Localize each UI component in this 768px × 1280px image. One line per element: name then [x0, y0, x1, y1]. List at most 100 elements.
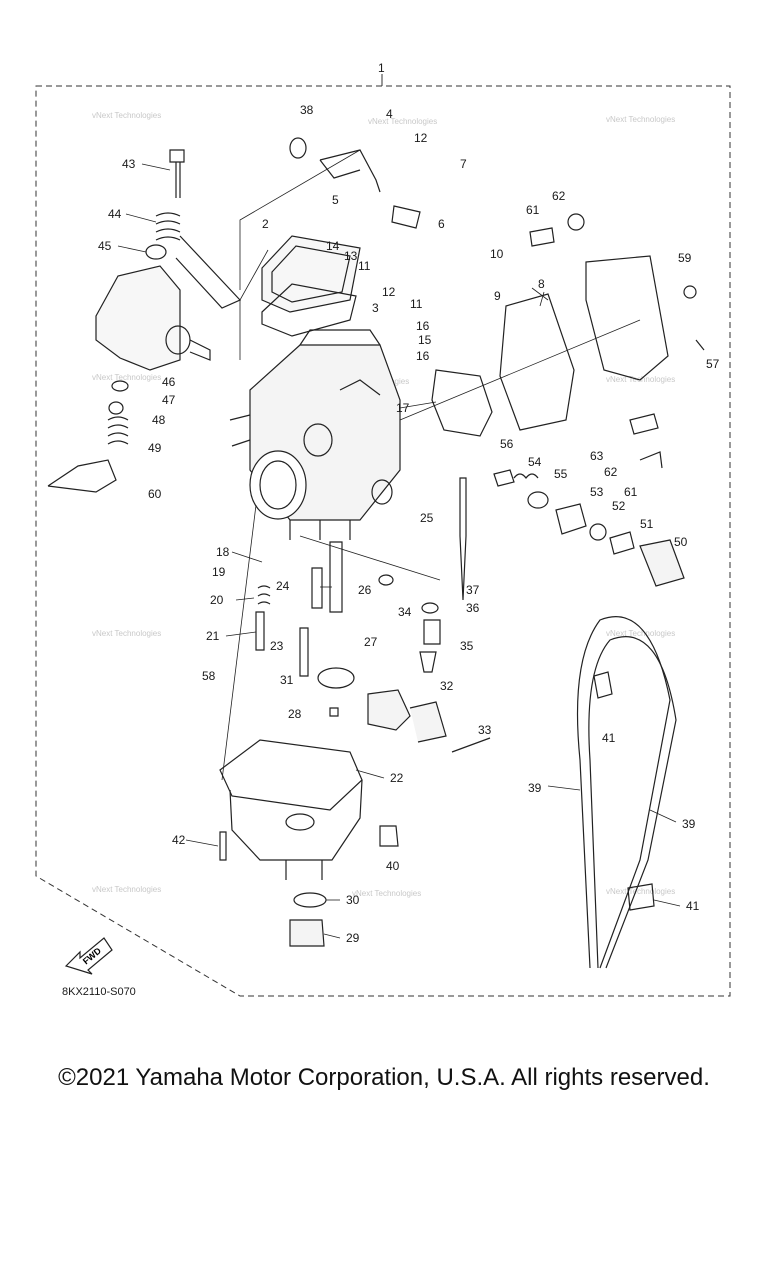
jet: [311, 567, 323, 609]
callout-label: 22: [390, 771, 404, 785]
fwd-arrow: FWD: [64, 937, 113, 975]
callout-label: 23: [270, 639, 284, 653]
callout-label: 11: [358, 259, 371, 273]
callout-label: 36: [466, 601, 480, 615]
callout-label: 33: [478, 723, 492, 737]
jet-needle: [459, 477, 467, 601]
parts-diagram: 1 vNext Technologies vNext Technologies …: [35, 61, 731, 998]
callout-label: 61: [624, 485, 638, 499]
callout-label: 32: [440, 679, 454, 693]
callout-label: 49: [148, 441, 162, 455]
gasket: [499, 293, 575, 431]
spring: [257, 585, 271, 605]
callout-label: 16: [416, 319, 430, 333]
diagram-code: 8KX2110-S070: [62, 986, 136, 998]
spring: [513, 473, 539, 479]
adjuster: [555, 503, 587, 535]
callout-label: 15: [418, 333, 432, 347]
screw: [609, 531, 635, 555]
callout-label: 48: [152, 413, 166, 427]
callout-label: 21: [206, 629, 220, 643]
callout-label: 40: [386, 859, 400, 873]
callout-label: 29: [346, 931, 360, 945]
float: [367, 689, 447, 743]
callout-label: 39: [528, 781, 542, 795]
callout-label: 60: [148, 487, 162, 501]
callout-label: 58: [202, 669, 216, 683]
needle-jet: [329, 541, 343, 613]
callout-label: 41: [686, 899, 700, 913]
callout-label: 41: [602, 731, 616, 745]
copyright-notice: ©2021 Yamaha Motor Corporation, U.S.A. A…: [58, 1064, 710, 1091]
watermark: vNext Technologies: [352, 889, 421, 898]
callout-label: 57: [706, 357, 720, 371]
fitting: [493, 469, 515, 487]
callout-label: 10: [490, 247, 504, 261]
callout-label: 25: [420, 511, 434, 525]
assembly-frame: [35, 85, 731, 997]
callout-label: 17: [396, 401, 410, 415]
callout-label: 44: [108, 207, 122, 221]
screw: [219, 831, 227, 861]
callout-label: 31: [280, 673, 294, 687]
throttle-valve: [431, 369, 493, 437]
callout-label: 51: [640, 517, 654, 531]
watermark: vNext Technologies: [606, 887, 675, 896]
callout-label: 24: [276, 579, 290, 593]
callout-label: 61: [526, 203, 540, 217]
cap: [639, 539, 685, 587]
callout-label: 52: [612, 499, 626, 513]
screw: [683, 285, 697, 299]
frame-label: 1: [378, 61, 385, 75]
callouts: 2 3 4 5 6 7 8 9 10 11 11 12 12 13 14 15 …: [98, 103, 720, 945]
screw: [169, 149, 185, 198]
callout-label: 62: [604, 465, 618, 479]
o-ring: [527, 491, 549, 509]
hose-clip: [593, 671, 613, 699]
callout-label: 16: [416, 349, 430, 363]
hose-clip: [627, 883, 655, 911]
callout-label: 59: [678, 251, 692, 265]
screw: [329, 707, 339, 717]
leader-lines: [117, 163, 681, 939]
callout-label: 47: [162, 393, 176, 407]
spring: [155, 212, 181, 241]
callout-label: 9: [494, 289, 501, 303]
callout-label: 43: [122, 157, 136, 171]
bracket-arm: [175, 235, 242, 309]
callout-label: 6: [438, 217, 445, 231]
callout-label: 11: [410, 297, 423, 311]
throttle-cam: [319, 149, 381, 193]
watermark: vNext Technologies: [606, 115, 675, 124]
callout-label: 12: [382, 285, 396, 299]
watermark: vNext Technologies: [368, 117, 437, 126]
carburetor-body: [229, 329, 401, 540]
callout-label: 3: [372, 301, 379, 315]
float-pin: [451, 737, 491, 753]
washer: [289, 137, 307, 159]
fitting: [639, 451, 663, 469]
callout-label: 18: [216, 545, 230, 559]
sensor: [629, 413, 659, 435]
nut: [108, 401, 124, 415]
pilot-screw: [255, 611, 265, 651]
callout-label: 14: [326, 239, 340, 253]
nut: [145, 244, 167, 260]
pulley-shaft: [189, 339, 211, 361]
callout-label: 5: [332, 193, 339, 207]
watermark: vNext Technologies: [92, 629, 161, 638]
callout-label: 13: [344, 249, 358, 263]
callout-label: 63: [590, 449, 604, 463]
part-drawings: [47, 137, 705, 969]
callout-label: 4: [386, 107, 393, 121]
callout-label: 50: [674, 535, 688, 549]
callout-label: 46: [162, 375, 176, 389]
callout-label: 34: [398, 605, 412, 619]
callout-label: 38: [300, 103, 314, 117]
float-chamber: [219, 739, 363, 880]
watermark: vNext Technologies: [92, 885, 161, 894]
callout-label: 19: [212, 565, 226, 579]
callout-label: 35: [460, 639, 474, 653]
screw: [379, 825, 399, 847]
watermark: vNext Technologies: [92, 111, 161, 120]
